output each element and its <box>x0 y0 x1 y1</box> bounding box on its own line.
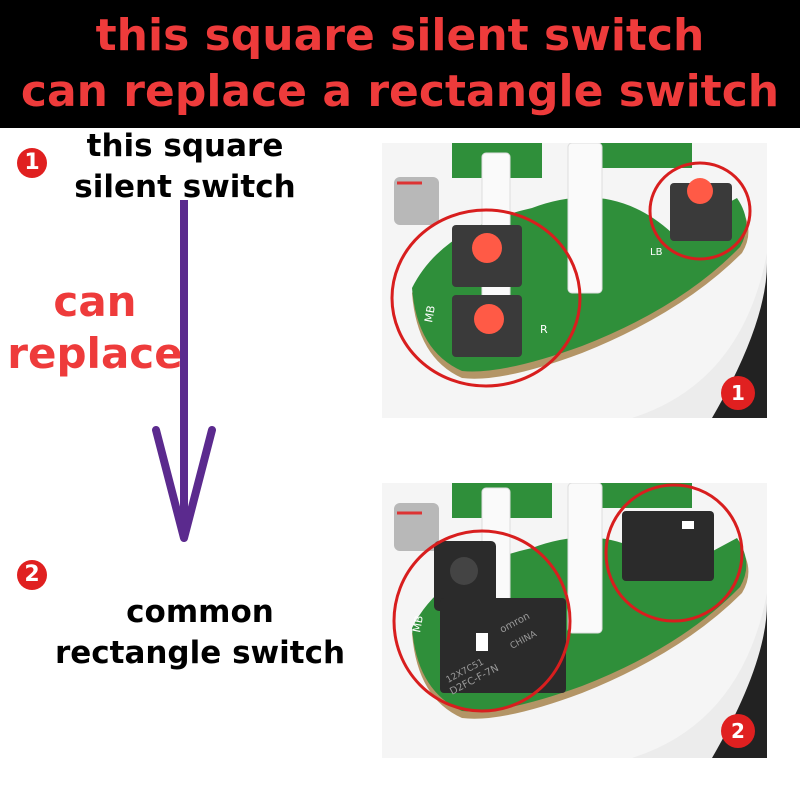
step-1-caption: this square silent switch <box>60 126 310 208</box>
step-2-caption-line-1: common <box>126 594 274 630</box>
step-1-badge: 1 <box>17 148 47 178</box>
photo1-label-lb: LB <box>650 247 663 258</box>
step-2-badge: 2 <box>17 560 47 590</box>
down-arrow-icon <box>152 200 216 542</box>
can-replace-line-1: can <box>53 277 137 326</box>
can-replace-line-2: replace <box>7 329 183 378</box>
can-replace-text: can replace <box>0 276 190 380</box>
photo2-label-mb: MB <box>410 614 426 633</box>
square-switch-photo: MB R LB 1 <box>382 143 767 418</box>
top-banner: this square silent switch can replace a … <box>0 0 800 128</box>
photo1-label-mb: MB <box>422 304 438 323</box>
step-2-caption-line-2: rectangle switch <box>54 635 346 671</box>
photo-1-badge: 1 <box>731 381 745 405</box>
banner-headline-line-1: this square silent switch <box>95 10 705 61</box>
photo-2-badge: 2 <box>731 719 745 743</box>
banner-headline-line-2: can replace a rectangle switch <box>20 66 780 117</box>
step-2-caption: common rectangle switch <box>40 592 360 674</box>
rectangle-switch-photo: 12X7C51 D2FC-F-7N omron CHINA MB 2 <box>382 483 767 758</box>
photo1-label-r: R <box>540 323 548 336</box>
step-1-caption-line-2: silent switch <box>74 169 296 205</box>
step-1-caption-line-1: this square <box>86 128 284 164</box>
